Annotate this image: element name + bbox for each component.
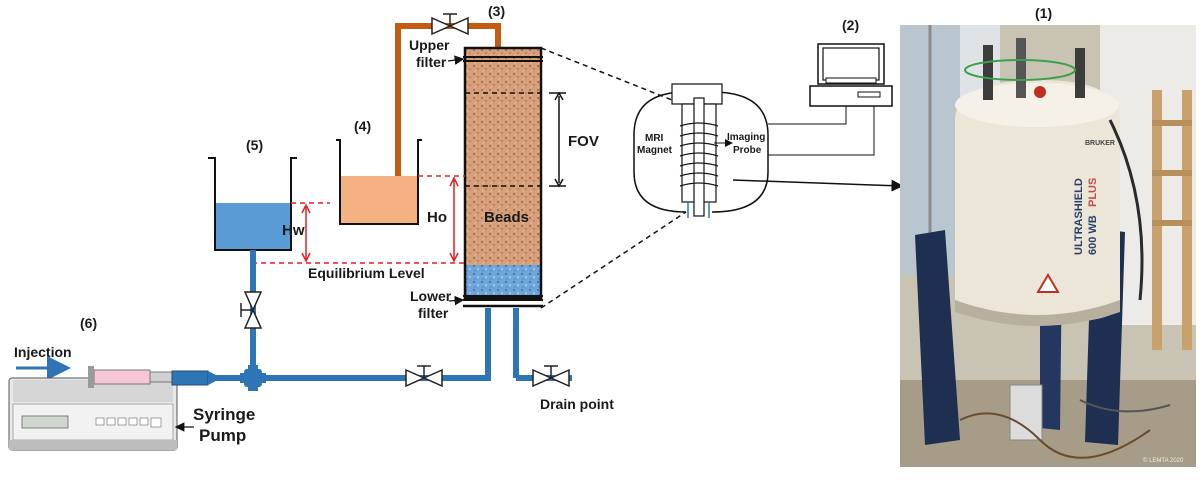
label-fov: FOV <box>568 133 599 150</box>
label-upper-filter-2: filter <box>416 54 447 70</box>
label-probe-2: Probe <box>733 145 762 156</box>
valve-water-reservoir[interactable] <box>240 291 263 329</box>
label-drain: Drain point <box>540 396 614 412</box>
photo-model-1: ULTRASHIELD <box>1073 178 1085 255</box>
lower-filter-arrow <box>448 295 465 306</box>
mri-magnet-photo: BRUKER ULTRASHIELD 600 WB PLUS © LEMTA 2… <box>900 25 1196 467</box>
mri-magnet <box>633 83 769 218</box>
label-lower-filter-2: filter <box>418 305 449 321</box>
label-n5: (5) <box>246 137 263 153</box>
label-n1: (1) <box>1035 5 1052 21</box>
label-equilibrium: Equilibrium Level <box>308 265 425 281</box>
wire-1 <box>768 104 847 125</box>
pointer-to-photo <box>732 179 904 192</box>
label-lower-filter-1: Lower <box>410 288 452 304</box>
photo-brand: BRUKER <box>1085 140 1115 147</box>
syringe-pump <box>8 366 216 451</box>
cross-connector <box>240 365 266 391</box>
label-upper-filter-1: Upper <box>409 37 450 53</box>
wire-2 <box>768 104 875 156</box>
label-syringe-1: Syringe <box>193 405 255 424</box>
label-injection: Injection <box>14 344 72 360</box>
computer-icon <box>809 43 893 107</box>
label-n3: (3) <box>488 3 505 19</box>
label-n6: (6) <box>80 315 97 331</box>
label-mri-2: Magnet <box>637 145 673 156</box>
label-mri-1: MRI <box>645 133 664 144</box>
zoom-line-bottom <box>540 211 687 309</box>
label-beads: Beads <box>484 209 529 226</box>
photo-model-3: PLUS <box>1087 178 1099 207</box>
oil-reservoir <box>336 139 422 225</box>
valve-inlet[interactable] <box>405 365 443 388</box>
upper-filter-arrow <box>447 55 465 65</box>
bead-column <box>463 46 543 308</box>
photo-credit: © LEMTA 2020 <box>1143 457 1184 464</box>
fov-bracket <box>549 91 566 188</box>
label-syringe-2: Pump <box>199 426 246 445</box>
photo-model-2: 600 WB <box>1087 215 1099 255</box>
label-probe-1: Imaging <box>727 132 765 143</box>
valve-oil-line[interactable] <box>431 13 469 36</box>
label-n4: (4) <box>354 118 371 134</box>
label-hw: Hw <box>282 222 305 239</box>
label-n2: (2) <box>842 17 859 33</box>
zoom-line-top <box>540 47 673 101</box>
height-markers <box>252 175 465 264</box>
label-ho: Ho <box>427 209 447 226</box>
valve-drain[interactable] <box>532 365 570 388</box>
